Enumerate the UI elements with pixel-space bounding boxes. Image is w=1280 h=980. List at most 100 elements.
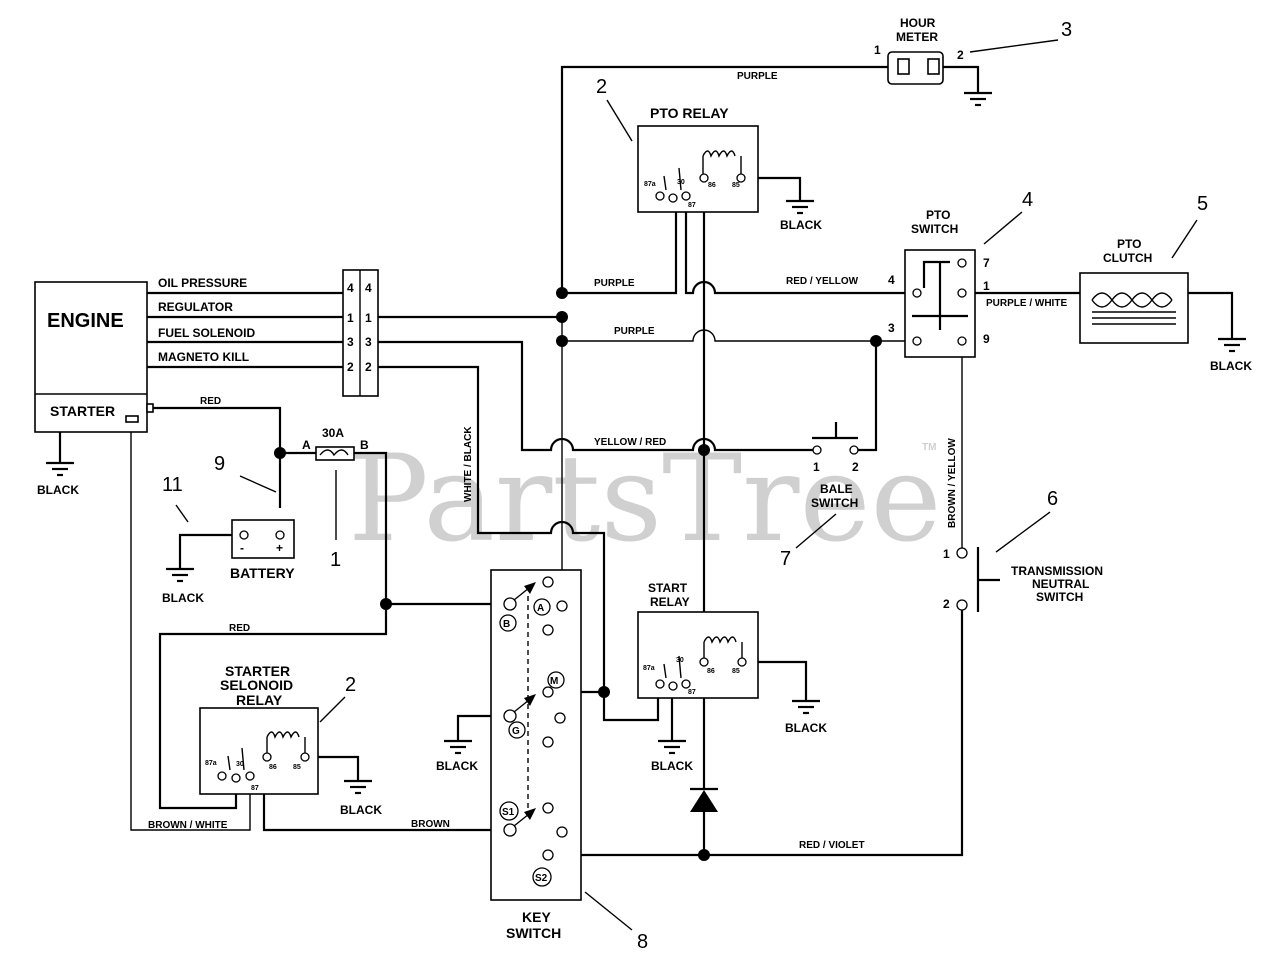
svg-text:30: 30: [236, 761, 244, 768]
svg-text:PURPLE: PURPLE: [614, 326, 655, 337]
wire-yellow-red: [378, 340, 815, 452]
svg-text:PTO RELAY: PTO RELAY: [650, 105, 729, 121]
hour-meter: HOUR METER 1 2: [874, 16, 964, 85]
ground-label-start-relay: BLACK: [785, 721, 827, 735]
wire-bale-2: [858, 341, 878, 452]
svg-text:1: 1: [874, 43, 881, 57]
ground-label-battery: BLACK: [162, 591, 204, 605]
ground-icon: [1218, 337, 1246, 353]
svg-text:PURPLE: PURPLE: [737, 71, 778, 82]
svg-text:KEY: KEY: [522, 909, 551, 925]
svg-text:4: 4: [365, 281, 372, 295]
callout-8: 8: [637, 931, 648, 953]
svg-text:RED / VIOLET: RED / VIOLET: [799, 840, 865, 851]
wire-purple-relay: [562, 200, 678, 295]
svg-text:85: 85: [293, 764, 301, 771]
svg-text:87a: 87a: [644, 181, 656, 188]
starter-label: STARTER: [50, 403, 115, 419]
bale-switch: 1 2 BALE SWITCH: [811, 422, 859, 510]
svg-text:PURPLE / WHITE: PURPLE / WHITE: [986, 298, 1067, 309]
svg-text:BATTERY: BATTERY: [230, 565, 295, 581]
watermark: PartsTree: [348, 430, 942, 569]
engine-label: ENGINE: [47, 310, 124, 332]
svg-text:S2: S2: [535, 873, 548, 884]
svg-text:1: 1: [983, 279, 990, 293]
wire-red-fuse-b: [158, 451, 388, 810]
ground-icon: [786, 199, 814, 215]
svg-text:3: 3: [365, 335, 372, 349]
svg-text:G: G: [512, 726, 520, 737]
ground-labels: BLACK BLACK BLACK BLACK BLACK BLACK BLAC…: [37, 218, 1252, 817]
svg-text:1: 1: [813, 460, 820, 474]
svg-text:RED / YELLOW: RED / YELLOW: [786, 276, 859, 287]
svg-text:2: 2: [852, 460, 859, 474]
svg-text:RED: RED: [200, 396, 221, 407]
wire-purple-top: [560, 65, 888, 293]
svg-text:M: M: [550, 676, 558, 687]
callout-6: 6: [1047, 488, 1058, 510]
pto-switch: PTO SWITCH 4 7 1 3 9: [888, 208, 990, 358]
svg-text:85: 85: [732, 668, 740, 675]
ground-label-start-relay-87: BLACK: [651, 759, 693, 773]
ground-icon: [344, 779, 372, 795]
wire-label-regulator: REGULATOR: [158, 300, 233, 314]
svg-text:BALE: BALE: [820, 482, 853, 496]
svg-text:PURPLE: PURPLE: [594, 278, 635, 289]
wire-label-fuel-solenoid: FUEL SOLENOID: [158, 326, 255, 340]
wire-red-yellow: [684, 200, 915, 295]
svg-text:30: 30: [676, 657, 684, 664]
ground-icon: [964, 91, 992, 107]
svg-text:BROWN: BROWN: [411, 819, 450, 830]
svg-text:87a: 87a: [205, 760, 217, 767]
ground-icon: [658, 739, 686, 755]
svg-text:PTO: PTO: [1117, 237, 1141, 251]
svg-text:4: 4: [347, 281, 354, 295]
watermark-tm: TM: [922, 442, 936, 453]
svg-text:S1: S1: [502, 807, 515, 818]
svg-text:3: 3: [347, 335, 354, 349]
svg-text:86: 86: [707, 668, 715, 675]
svg-text:A: A: [302, 438, 311, 452]
svg-text:2: 2: [347, 360, 354, 374]
svg-text:SWITCH: SWITCH: [1036, 590, 1083, 604]
svg-text:4: 4: [888, 273, 895, 287]
svg-text:SWITCH: SWITCH: [811, 496, 858, 510]
svg-text:RELAY: RELAY: [236, 692, 283, 708]
wire-color-labels: PURPLE PURPLE PURPLE RED / YELLOW PURPLE…: [148, 71, 1067, 851]
callout-2b: 2: [345, 674, 356, 696]
callout-9: 9: [214, 453, 225, 475]
svg-text:1: 1: [365, 311, 372, 325]
transmission-neutral-switch: 1 2 TRANSMISSION NEUTRAL SWITCH: [943, 547, 1103, 612]
wire-label-magneto-kill: MAGNETO KILL: [158, 350, 249, 364]
svg-text:30A: 30A: [322, 426, 344, 440]
svg-text:87: 87: [251, 785, 259, 792]
wire-hm-ground: [943, 65, 980, 92]
svg-text:NEUTRAL: NEUTRAL: [1032, 577, 1089, 591]
callout-2: 2: [596, 76, 607, 98]
svg-text:1: 1: [347, 311, 354, 325]
svg-text:TRANSMISSION: TRANSMISSION: [1011, 564, 1103, 578]
wire-battery-ground: [178, 533, 244, 568]
wire-start-relay-ground: [752, 660, 808, 700]
engine: ENGINE STARTER OIL PRESSURE REGULATOR FU…: [34, 276, 255, 433]
svg-text:PTO: PTO: [926, 208, 950, 222]
svg-text:RED: RED: [229, 623, 250, 634]
diode: [690, 787, 718, 812]
svg-text:87: 87: [688, 202, 696, 209]
svg-text:2: 2: [957, 48, 964, 62]
wire-red-violet: [548, 606, 964, 857]
svg-text:85: 85: [732, 182, 740, 189]
callout-11: 11: [162, 474, 183, 496]
ground-label-engine: BLACK: [37, 483, 79, 497]
svg-text:3: 3: [888, 321, 895, 335]
svg-text:STARTER: STARTER: [225, 663, 290, 679]
svg-text:87a: 87a: [643, 665, 655, 672]
connector: 4 4 1 1 3 3 2 2: [342, 269, 379, 397]
callout-3: 3: [1061, 19, 1072, 41]
svg-text:CLUTCH: CLUTCH: [1103, 251, 1152, 265]
ground-label-clutch: BLACK: [1210, 359, 1252, 373]
svg-text:86: 86: [269, 764, 277, 771]
ground-icon: [166, 567, 194, 583]
wire-brown-white: [130, 418, 251, 831]
